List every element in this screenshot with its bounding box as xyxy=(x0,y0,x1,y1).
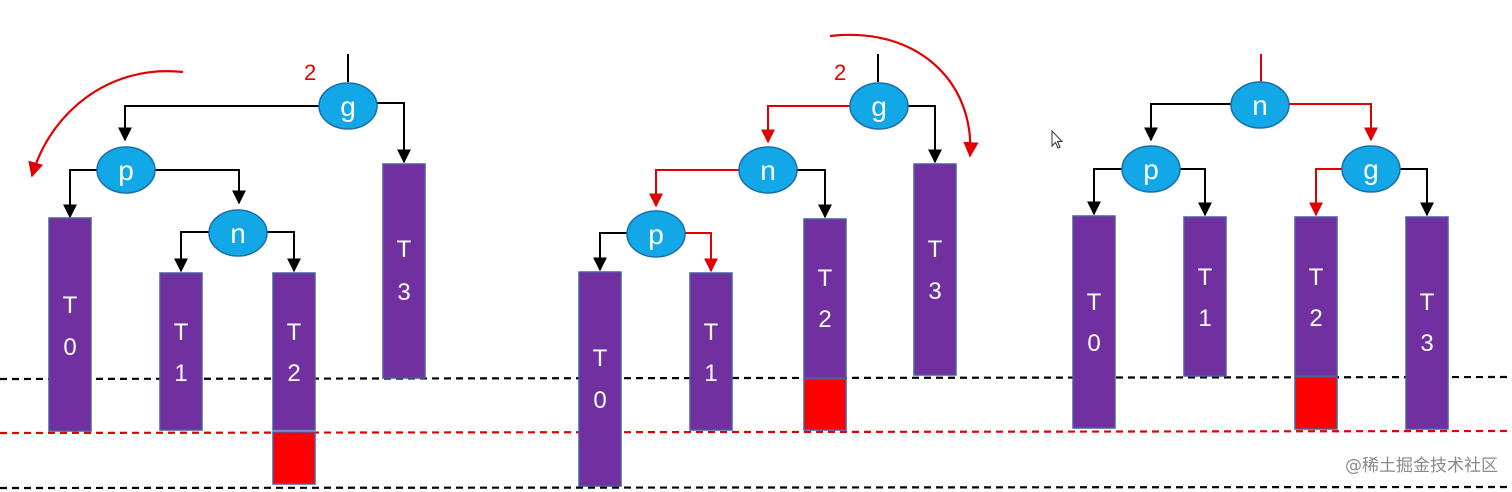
subtree-label-t1-b: 1 xyxy=(174,360,187,387)
node-g xyxy=(318,82,378,130)
node-n-label: n xyxy=(760,155,776,186)
edge-n-t2 xyxy=(796,169,832,219)
node-n xyxy=(738,146,798,194)
edge-n-g xyxy=(1289,103,1378,142)
height-line-bottom xyxy=(0,485,1512,490)
node-n-label: n xyxy=(1252,90,1268,121)
subtree-t0 xyxy=(578,271,622,487)
subtree-t0 xyxy=(48,217,92,432)
mouse-cursor-icon xyxy=(1051,129,1064,149)
edge-p-t0 xyxy=(593,232,628,272)
inserted-block xyxy=(272,431,316,485)
subtree-label-t3-a: T xyxy=(1420,289,1435,316)
edge-g-t3 xyxy=(906,105,942,164)
inserted-block xyxy=(803,378,847,431)
edge-p-t1 xyxy=(684,232,718,273)
stage-2-after-left-rotation: 2 T 0 T 1 T 2 T 3 g n p xyxy=(578,33,979,487)
subtree-label-t1-a: T xyxy=(174,319,189,346)
node-n-label: n xyxy=(230,218,246,249)
edge-g-t3 xyxy=(376,102,411,164)
subtree-t3 xyxy=(913,163,957,376)
subtree-label-t3-b: 3 xyxy=(928,278,941,305)
subtree-t2 xyxy=(272,272,316,431)
inserted-block xyxy=(1294,376,1338,430)
subtree-label-t0-b: 0 xyxy=(63,334,76,361)
curved-arrow-icon xyxy=(28,70,184,178)
edge-g-t3 xyxy=(1399,168,1434,217)
subtree-label-t3-b: 3 xyxy=(1420,330,1433,357)
subtree-label-t1-a: T xyxy=(704,319,719,346)
node-g xyxy=(849,82,909,130)
curved-arrow-icon xyxy=(829,33,979,158)
node-n xyxy=(208,209,268,257)
subtree-label-t2-b: 2 xyxy=(1309,305,1322,332)
node-g-label: g xyxy=(871,91,887,122)
balance-factor-label: 2 xyxy=(834,60,846,85)
subtree-label-t0-b: 0 xyxy=(1087,330,1100,357)
node-p-label: p xyxy=(648,219,664,250)
node-p xyxy=(96,146,156,194)
node-n xyxy=(1230,81,1290,129)
node-p-label: p xyxy=(118,155,134,186)
subtree-t1 xyxy=(689,272,733,431)
subtree-t2 xyxy=(1294,216,1338,377)
watermark: @稀土掘金技术社区 xyxy=(1345,456,1498,476)
subtree-label-t1-a: T xyxy=(1198,264,1213,291)
edge-n-t2 xyxy=(266,231,301,273)
edge-p-t0 xyxy=(63,169,98,219)
subtree-label-t2-a: T xyxy=(287,319,302,346)
node-p xyxy=(626,210,686,258)
subtree-t3 xyxy=(1405,216,1449,430)
subtree-t0 xyxy=(1072,215,1116,429)
subtree-t2 xyxy=(803,218,847,379)
subtree-label-t2-b: 2 xyxy=(818,306,831,333)
subtree-t3 xyxy=(382,163,426,379)
edge-p-n xyxy=(154,169,246,205)
edge-g-p xyxy=(118,105,320,142)
node-p xyxy=(1121,145,1181,193)
node-p-label: p xyxy=(1143,154,1159,185)
subtree-label-t2-a: T xyxy=(1309,264,1324,291)
subtree-label-t3-b: 3 xyxy=(397,279,410,306)
height-line-top xyxy=(0,375,1512,381)
subtree-label-t2-b: 2 xyxy=(287,360,300,387)
subtree-label-t3-a: T xyxy=(928,236,943,263)
stage-3-after-right-rotation: T 0 T 1 T 2 T 3 n p g xyxy=(1072,54,1449,430)
subtree-label-t0-b: 0 xyxy=(593,387,606,414)
node-g-label: g xyxy=(340,91,356,122)
node-g-label: g xyxy=(1363,154,1379,185)
subtree-label-t0-a: T xyxy=(1087,289,1102,316)
subtree-label-t1-b: 1 xyxy=(704,360,717,387)
edge-g-t2 xyxy=(1309,168,1343,217)
node-g xyxy=(1341,145,1401,193)
edge-n-p xyxy=(1144,103,1233,142)
subtree-label-t1-b: 1 xyxy=(1198,305,1211,332)
edge-n-t1 xyxy=(174,231,210,273)
subtree-label-t2-a: T xyxy=(818,265,833,292)
balance-factor-label: 2 xyxy=(304,60,316,85)
edge-p-t0 xyxy=(1087,168,1123,216)
subtree-t1 xyxy=(1183,216,1227,377)
subtree-label-t3-a: T xyxy=(397,236,412,263)
subtree-t1 xyxy=(159,272,203,431)
edge-g-n xyxy=(761,105,851,144)
subtree-label-t0-a: T xyxy=(593,345,608,372)
edge-n-p xyxy=(649,169,740,208)
subtree-label-t0-a: T xyxy=(63,292,78,319)
edge-p-t1 xyxy=(1179,168,1212,217)
height-line-new xyxy=(0,429,1512,435)
stage-1-original-tree: 2 T 0 T 1 T 2 T 3 g p n xyxy=(28,54,426,485)
